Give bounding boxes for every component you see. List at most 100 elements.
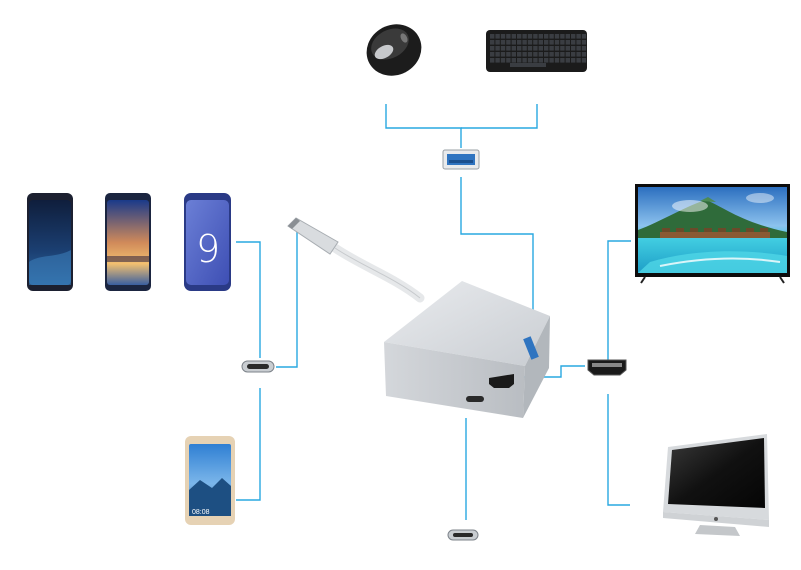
keyboard-key [560, 40, 565, 45]
usb-c-port-icon [241, 360, 275, 373]
usb-c-port-left [241, 360, 275, 373]
connector-lines [236, 104, 631, 520]
keyboard-key [571, 40, 576, 45]
keyboard-key [549, 58, 554, 63]
keyboard-key [495, 46, 500, 51]
keyboard-key [495, 58, 500, 63]
keyboard-key [533, 52, 538, 57]
keyboard-key [549, 52, 554, 57]
keyboard-key [527, 34, 533, 39]
smartphone-4: 08:08 [185, 436, 235, 525]
phone-3-screen-text: 9 [196, 227, 220, 271]
keyboard-key [571, 34, 576, 39]
line-tv-to-hdmi [607, 240, 631, 366]
keyboard-key [565, 46, 570, 51]
keyboard-key [560, 52, 565, 57]
keyboard-key [527, 58, 533, 63]
keyboard-key [576, 58, 581, 63]
keyboard-key [511, 58, 516, 63]
keyboard-key [517, 52, 522, 57]
keyboard-key [571, 52, 576, 57]
keyboard-key [544, 34, 549, 39]
keyboard-key [576, 34, 581, 39]
keyboard-key [560, 46, 565, 51]
line-usbc-to-cable [276, 230, 298, 368]
keyboard-key [506, 46, 511, 51]
smartphone-icon: 9 [184, 193, 231, 291]
keyboard-key [500, 40, 506, 45]
keyboard-key [527, 46, 533, 51]
keyboard-key [490, 34, 495, 39]
keyboard-key [565, 34, 570, 39]
phone-4-screen-text: 08:08 [192, 509, 210, 516]
keyboard-key [538, 58, 543, 63]
keyboard-key [549, 40, 554, 45]
keyboard-key [554, 46, 560, 51]
keyboard-key [522, 58, 527, 63]
line-keyboard-to-usb-a [461, 104, 538, 129]
keyboard-key [506, 58, 511, 63]
keyboard-key [506, 40, 511, 45]
keyboard-key [500, 34, 506, 39]
usb-c-port-icon [447, 529, 479, 541]
keyboard-key [581, 34, 587, 39]
keyboard-key [576, 46, 581, 51]
tv-icon [635, 184, 790, 284]
keyboard-key [544, 58, 549, 63]
keyboard-key [490, 52, 495, 57]
keyboard-icon [486, 30, 587, 72]
smartphone-icon: 08:08 [185, 436, 235, 525]
keyboard-key [533, 40, 538, 45]
keyboard-key [517, 58, 522, 63]
keyboard-key [571, 58, 576, 63]
keyboard-key [565, 52, 570, 57]
keyboard-key [544, 46, 549, 51]
smartphone-1 [27, 193, 73, 291]
keyboard-key [549, 34, 554, 39]
keyboard-key [500, 58, 506, 63]
monitor-icon [663, 434, 769, 536]
keyboard-key [538, 34, 543, 39]
keyboard-key [517, 40, 522, 45]
keyboard-key [517, 34, 522, 39]
line-mouse-to-usb-a [385, 104, 462, 148]
keyboard-key [495, 40, 500, 45]
keyboard-key [554, 52, 560, 57]
keyboard-key [490, 58, 495, 63]
keyboard-key [544, 52, 549, 57]
smartphone-2 [105, 193, 151, 291]
keyboard-key [490, 40, 495, 45]
usb-c-hub-adapter-icon [287, 217, 550, 418]
keyboard-key [538, 46, 543, 51]
keyboard-key [527, 52, 533, 57]
keyboard-key [522, 52, 527, 57]
keyboard-key [554, 58, 560, 63]
mouse-icon [366, 24, 422, 76]
keyboard-key [522, 34, 527, 39]
keyboard-key [533, 34, 538, 39]
keyboard-key [511, 34, 516, 39]
keyboard-key [522, 46, 527, 51]
keyboard-key [538, 52, 543, 57]
keyboard-key [560, 34, 565, 39]
hdmi-port-icon [587, 359, 627, 376]
line-usb-a-to-hub [460, 177, 534, 330]
smartphone-3: 9 [184, 193, 231, 291]
keyboard-key [500, 46, 506, 51]
usb-c-port-bottom [447, 529, 479, 541]
keyboard-key [495, 34, 500, 39]
keyboard-key [500, 52, 506, 57]
keyboard-key [581, 58, 587, 63]
keyboard-key [511, 40, 516, 45]
keyboard-key [576, 40, 581, 45]
keyboard-key [565, 40, 570, 45]
keyboard-key [522, 40, 527, 45]
smartphone-icon [27, 193, 73, 291]
keyboard-key [506, 34, 511, 39]
keyboard-key [565, 58, 570, 63]
keyboard-key [581, 40, 587, 45]
keyboard-key [549, 46, 554, 51]
keyboard-key [490, 46, 495, 51]
keyboard-key [506, 52, 511, 57]
